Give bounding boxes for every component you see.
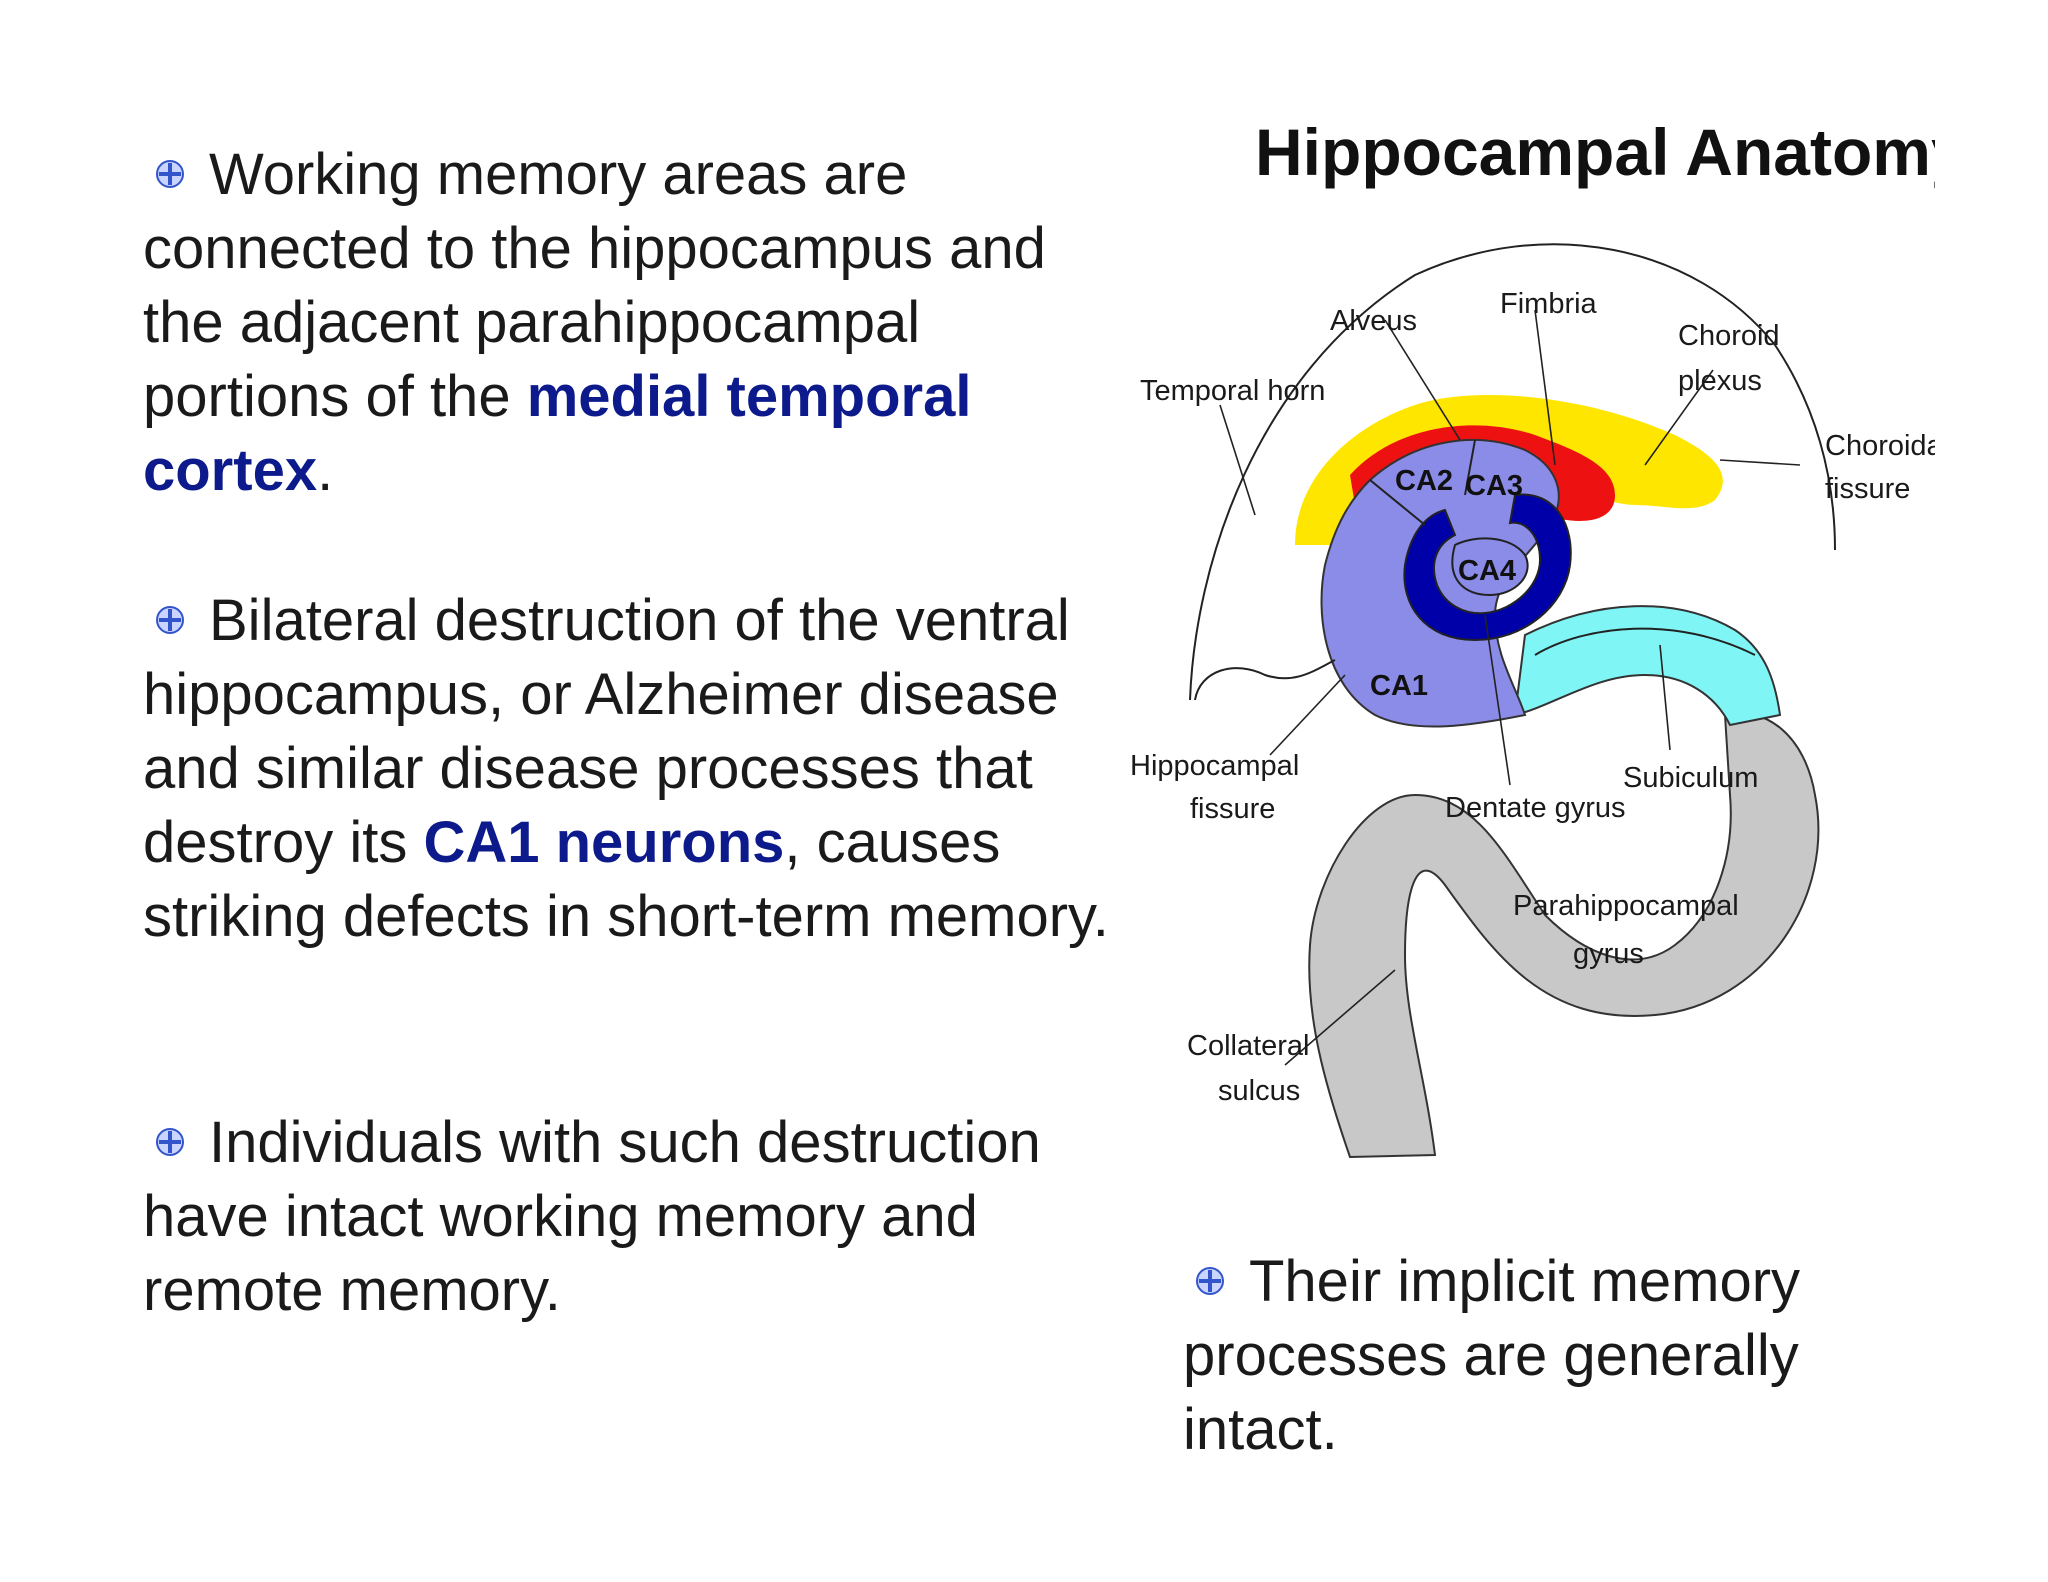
label-dentate-gyrus: Dentate gyrus (1445, 792, 1626, 824)
label-collateral-sulcus-2: sulcus (1218, 1075, 1300, 1107)
bullet-implicit-memory: Their implicit memory processes are gene… (1183, 1245, 1963, 1467)
label-choroidal-fissure-1: Choroidal (1825, 430, 1935, 462)
emphasis-medial-temporal-cortex: medial temporal cortex (143, 364, 972, 503)
hippocampal-fissure-leader (1269, 674, 1346, 756)
label-fimbria: Fimbria (1500, 288, 1598, 320)
collateral-sulcus-leader (1284, 969, 1396, 1066)
bullet-text-end: , causes striking defects in short-term … (143, 810, 1109, 949)
subiculum-region (1513, 605, 1782, 727)
label-ca2: CA2 (1395, 465, 1453, 497)
bullet-text: Bilateral destruction of the ventral hip… (143, 588, 1070, 875)
label-ca1: CA1 (1370, 670, 1428, 702)
label-hippocampal-fissure-1: Hippocampal (1130, 750, 1299, 782)
label-temporal-horn: Temporal horn (1140, 375, 1325, 407)
label-subiculum: Subiculum (1623, 762, 1758, 794)
bullet-bilateral-destruction: Bilateral destruction of the ventral hip… (143, 584, 1123, 954)
hippocampal-anatomy-diagram: Hippocampal Anatomy (1115, 95, 1935, 1195)
bullet-working-memory-areas: Working memory areas are connected to th… (143, 138, 1123, 508)
parahippocampal-gyrus-region (1308, 712, 1820, 1159)
dentate-gyrus-region (1403, 493, 1572, 642)
choroid-plexus-leader (1644, 369, 1714, 466)
label-collateral-sulcus-1: Collateral (1187, 1030, 1310, 1062)
alveus-leader (1384, 319, 1461, 441)
bullet-text: Working memory areas are connected to th… (143, 142, 1046, 429)
label-parahippocampal-gyrus-1: Parahippocampal (1513, 890, 1739, 922)
inner-curve (1194, 659, 1336, 701)
dentate-gyrus-leader (1484, 614, 1511, 786)
ventricle-outline (1189, 243, 1836, 701)
plus-circle-icon (155, 1127, 185, 1157)
label-choroid-plexus-2: plexus (1678, 365, 1762, 397)
label-hippocampal-fissure-2: fissure (1190, 793, 1275, 825)
bullet-intact-working-memory: Individuals with such destruction have i… (143, 1106, 1123, 1328)
label-alveus: Alveus (1330, 305, 1417, 337)
choroidal-fissure-leader (1719, 459, 1801, 466)
bullet-text: Individuals with such destruction have i… (143, 1110, 1041, 1323)
ca2-ca3-divider (1464, 439, 1476, 496)
plus-circle-icon (1195, 1266, 1225, 1296)
diagram-title: Hippocampal Anatomy (1255, 115, 1935, 189)
label-ca3: CA3 (1465, 470, 1523, 502)
plus-circle-icon (155, 605, 185, 635)
bullet-text-end: . (317, 438, 334, 503)
fimbria-leader (1534, 309, 1556, 466)
label-choroidal-fissure-2: fissure (1825, 473, 1910, 505)
hippocampus-proper-region (1320, 439, 1560, 728)
label-choroid-plexus-1: Choroid (1678, 320, 1780, 352)
label-ca4: CA4 (1458, 555, 1516, 587)
ca1-ca2-divider (1369, 479, 1426, 526)
label-parahippocampal-gyrus-2: gyrus (1573, 938, 1644, 970)
temporal-horn-leader (1219, 404, 1256, 516)
emphasis-ca1-neurons: CA1 neurons (423, 810, 785, 875)
subiculum-outline (1534, 627, 1756, 656)
plus-circle-icon (155, 159, 185, 189)
ca4-region (1451, 537, 1529, 597)
subiculum-leader (1659, 644, 1671, 751)
bullet-text: Their implicit memory processes are gene… (1183, 1249, 1801, 1462)
